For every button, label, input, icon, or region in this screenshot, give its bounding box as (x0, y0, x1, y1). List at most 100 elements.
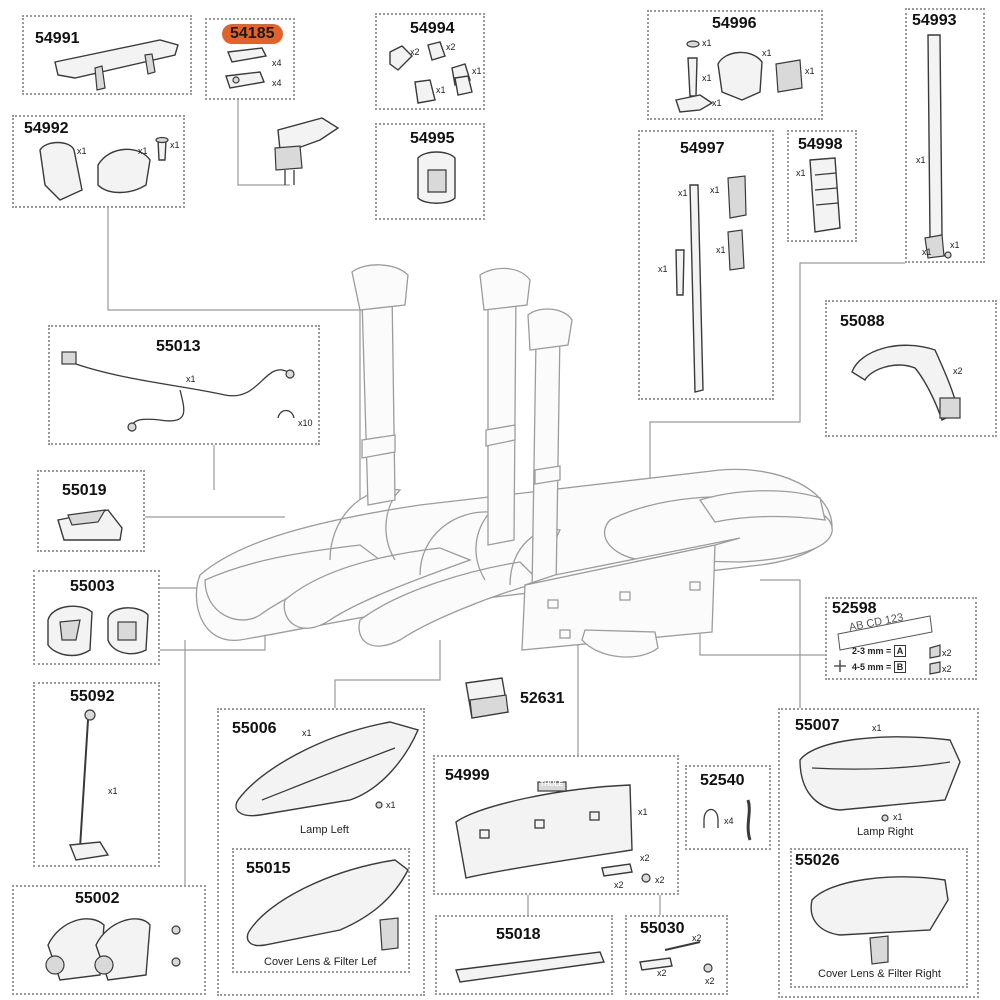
drawing-55018 (455, 951, 605, 983)
part-number-54997: 54997 (680, 140, 725, 157)
drawing-52631 (465, 677, 509, 719)
caption-cover-lens-left: Cover Lens & Filter Lef (264, 956, 377, 968)
qty-54997-c: x1 (716, 245, 726, 255)
qty-54996-c: x1 (702, 73, 712, 83)
letter-b-box: B (893, 661, 907, 673)
part-number-52598: 52598 (832, 600, 877, 617)
drawing-54996 (675, 40, 803, 113)
part-number-55019: 55019 (62, 482, 107, 499)
qty-54999-c: x2 (614, 880, 624, 890)
qty-54185-b: x4 (272, 78, 282, 88)
part-box-55026 (790, 848, 968, 988)
drawing-52540 (703, 799, 752, 841)
qty-54992-c: x1 (170, 140, 180, 150)
qty-55030-a: x2 (692, 933, 702, 943)
thickness-line-a: 2-3 mm = A (852, 645, 907, 657)
part-number-55002: 55002 (75, 890, 120, 907)
part-number-55015: 55015 (246, 860, 291, 877)
qty-54994-b: x2 (446, 42, 456, 52)
part-number-55030: 55030 (640, 920, 685, 937)
drawing-54991 (54, 39, 179, 91)
qty-54993-a: x1 (916, 155, 926, 165)
part-number-54185: 54185 (222, 24, 283, 44)
part-box-55018 (435, 915, 613, 995)
part-number-55003: 55003 (70, 578, 115, 595)
drawing-54999 (455, 781, 651, 883)
part-number-55092: 55092 (70, 688, 115, 705)
caption-lamp-left: Lamp Left (300, 824, 349, 836)
qty-54997-b: x1 (710, 185, 720, 195)
drawing-55030 (639, 941, 713, 973)
drawing-54994 (389, 41, 473, 104)
part-box-55002 (12, 885, 206, 995)
drawing-55007 (799, 736, 961, 822)
part-number-55006: 55006 (232, 720, 277, 737)
drawing-52598 (834, 615, 941, 675)
part-box-54185 (205, 18, 295, 100)
drawing-54998 (809, 157, 841, 233)
part-number-54996: 54996 (712, 15, 757, 32)
qty-55007-a: x1 (872, 723, 882, 733)
qty-54185-a: x4 (272, 58, 282, 68)
part-box-55019 (37, 470, 145, 552)
part-number-54999: 54999 (445, 767, 490, 784)
part-box-54997 (638, 130, 774, 400)
drawing-54997 (675, 175, 747, 393)
part-number-55088: 55088 (840, 313, 885, 330)
part-box-55088 (825, 300, 997, 437)
part-box-54995 (375, 123, 485, 220)
part-number-54995: 54995 (410, 130, 455, 147)
drawing-55015 (246, 859, 409, 951)
qty-55088: x2 (953, 366, 963, 376)
letter-a-box: A (893, 645, 907, 657)
qty-54994-c: x1 (472, 66, 482, 76)
part-box-55030 (625, 915, 728, 995)
qty-55092: x1 (108, 786, 118, 796)
part-number-55007: 55007 (795, 717, 840, 734)
thickness-line-b: 4-5 mm = B (852, 661, 907, 673)
part-box-52540 (685, 765, 771, 850)
part-box-54998 (787, 130, 857, 242)
part-number-54993: 54993 (912, 12, 957, 29)
qty-54994-d: x1 (436, 85, 446, 95)
drawing-54185 (225, 47, 340, 185)
thickness-a-text: 2-3 mm = (852, 646, 892, 656)
part-box-55092 (33, 682, 160, 867)
bike-rack-assembly (195, 264, 833, 658)
part-box-54999 (433, 755, 679, 895)
drawing-55003 (47, 605, 149, 657)
drawing-55019 (57, 509, 123, 541)
qty-52598-a: x2 (942, 648, 952, 658)
part-box-54993 (905, 8, 985, 263)
qty-54993-c: x1 (922, 247, 932, 257)
qty-52598-b: x2 (942, 664, 952, 674)
drawing-55092 (69, 709, 110, 861)
qty-54996-d: x1 (805, 66, 815, 76)
qty-54998: x1 (796, 168, 806, 178)
brand-logo: THULE (540, 781, 564, 788)
qty-54992-b: x1 (138, 146, 148, 156)
qty-54996-e: x1 (712, 98, 722, 108)
part-box-55003 (33, 570, 160, 665)
qty-52540: x4 (724, 816, 734, 826)
qty-55006-b: x1 (386, 800, 396, 810)
thickness-b-text: 4-5 mm = (852, 662, 892, 672)
drawing-55088 (851, 344, 961, 421)
qty-55006-a: x1 (302, 728, 312, 738)
drawing-55013 (61, 351, 295, 432)
qty-55007-b: x1 (893, 812, 903, 822)
drawing-54995 (417, 151, 456, 204)
drawing-54992 (39, 136, 169, 201)
part-box-55015 (232, 848, 410, 973)
qty-54999-b: x2 (640, 853, 650, 863)
part-box-54992 (12, 115, 185, 208)
part-box-54991 (22, 15, 192, 95)
drawing-54993 (924, 34, 952, 259)
part-number-52540: 52540 (700, 772, 745, 789)
part-box-55006 (217, 708, 425, 996)
qty-55013-a: x1 (186, 374, 196, 384)
qty-55013-b: x10 (298, 418, 313, 428)
qty-55030-b: x2 (657, 968, 667, 978)
drawing-55006 (235, 721, 419, 817)
part-number-55018: 55018 (496, 926, 541, 943)
